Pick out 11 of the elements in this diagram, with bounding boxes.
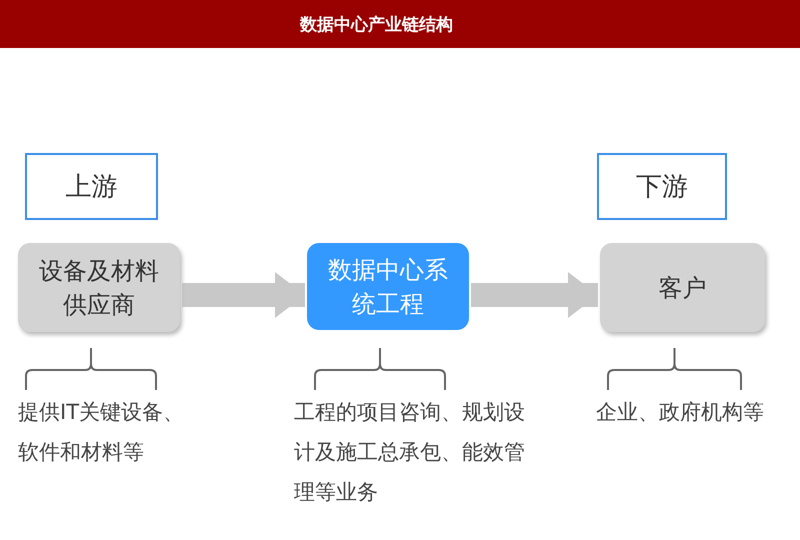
process-box: 设备及材料供应商	[18, 243, 180, 332]
process-box: 客户	[600, 243, 765, 332]
arrow	[471, 272, 598, 318]
title: 数据中心产业链结构	[300, 14, 453, 36]
caption-text: 企业、政府机构等	[596, 399, 765, 426]
arrow	[182, 272, 305, 318]
label-box: 下游	[597, 153, 727, 220]
caption-text: 工程的项目咨询、规划设计及施工总承包、能效管理等业务	[294, 399, 526, 506]
caption-text: 提供IT关键设备、软件和材料等	[18, 399, 186, 466]
process-box: 数据中心系统工程	[307, 243, 469, 330]
label-box: 上游	[25, 153, 158, 220]
